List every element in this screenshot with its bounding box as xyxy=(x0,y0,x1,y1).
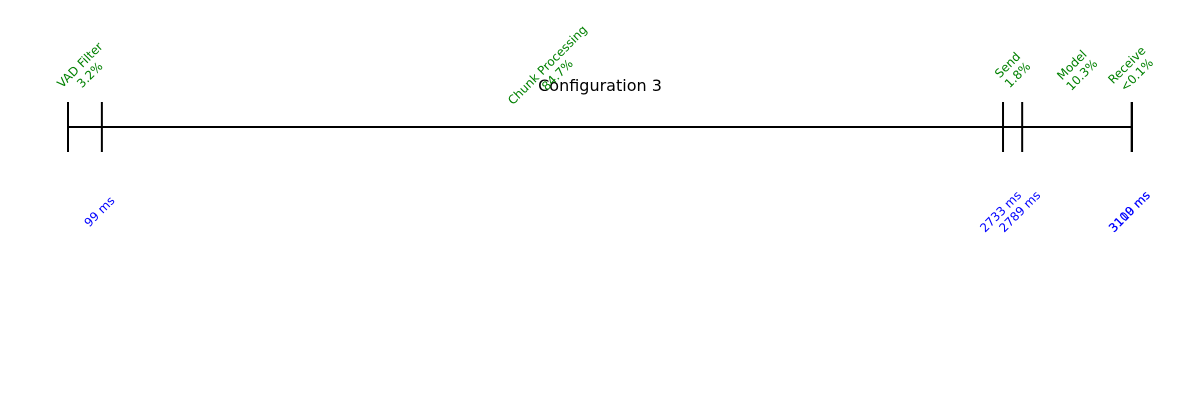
diagram-title: Configuration 3 xyxy=(538,76,662,95)
tick-label: 99 ms xyxy=(81,194,117,230)
segment-label: Receive<0.1% xyxy=(1105,43,1156,94)
tick-label: 3110 ms xyxy=(1106,188,1153,235)
timeline-ticks xyxy=(67,102,1133,152)
